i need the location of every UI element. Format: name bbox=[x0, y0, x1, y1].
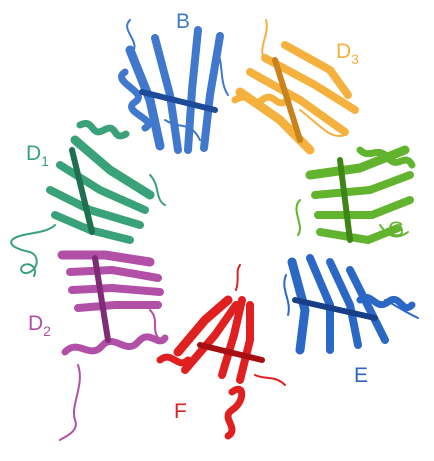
label-E: E bbox=[354, 364, 368, 387]
subunit-E-ribbon bbox=[284, 258, 418, 350]
label-D2: D2 bbox=[28, 312, 51, 339]
label-D3: D3 bbox=[336, 40, 359, 67]
subunit-D2-ribbon bbox=[60, 255, 165, 440]
subunit-B-ribbon bbox=[122, 20, 228, 150]
label-D1: D1 bbox=[26, 142, 49, 169]
label-B: B bbox=[176, 10, 190, 33]
label-F: F bbox=[174, 400, 187, 423]
label-G: G bbox=[388, 218, 404, 241]
